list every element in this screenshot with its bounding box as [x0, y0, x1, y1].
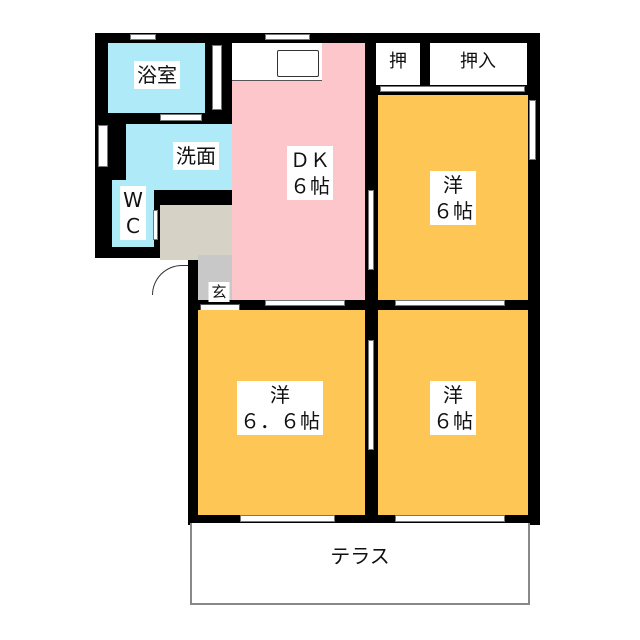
sliding-door	[395, 300, 505, 306]
sink	[277, 50, 319, 77]
terrace-label: テラス	[327, 542, 393, 570]
washroom-label: 洗面	[173, 142, 219, 170]
western-bottom-right-label: 洋 ６帖	[430, 381, 476, 435]
window	[529, 100, 536, 160]
entrance-label: 玄	[208, 282, 230, 302]
window	[98, 125, 108, 167]
sliding-door	[368, 190, 374, 270]
closet-small-label: 押	[386, 48, 410, 76]
dk-label: ＤＫ ６帖	[287, 146, 333, 200]
wc-door	[153, 210, 158, 240]
door	[160, 114, 202, 121]
window	[212, 45, 222, 110]
window	[265, 34, 310, 40]
wc-label: W C	[120, 186, 146, 240]
entrance-door[interactable]	[152, 265, 188, 295]
bath-label: 浴室	[134, 61, 180, 89]
closet-label: 押入	[457, 48, 499, 76]
sliding-door	[368, 340, 374, 450]
hallway[interactable]	[160, 205, 240, 260]
window	[130, 34, 156, 40]
window	[395, 515, 505, 522]
western-bottom-left-label: 洋 ６．６帖	[237, 381, 323, 435]
western-top-right-label: 洋 ６帖	[430, 171, 476, 225]
sliding-door	[265, 300, 345, 306]
window	[240, 515, 335, 522]
closet-door	[380, 86, 525, 92]
